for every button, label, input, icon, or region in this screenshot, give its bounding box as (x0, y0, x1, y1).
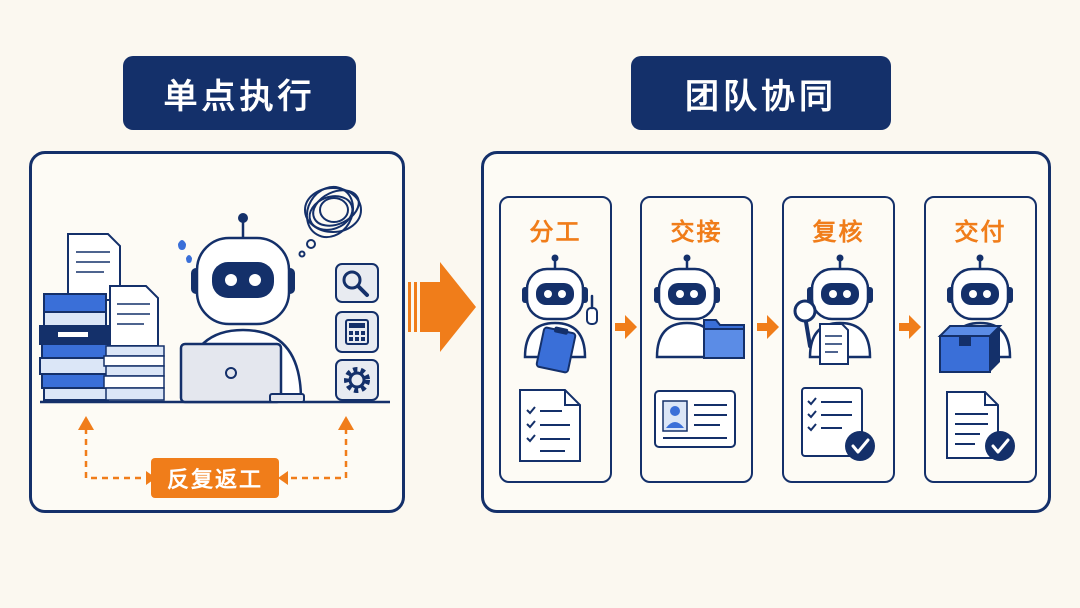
checklist-document-icon (519, 389, 581, 462)
search-icon (335, 263, 379, 303)
step-label-delivery: 交付 (954, 218, 1007, 246)
package-box-icon (937, 325, 1003, 373)
robot-delivery-illustration (937, 253, 1015, 373)
folder-icon (703, 319, 745, 359)
robot-division-illustration (520, 253, 598, 374)
magnifier-icon (793, 299, 817, 348)
document-icon (109, 285, 159, 347)
step-arrow-icon (757, 315, 779, 339)
document-icon (819, 323, 849, 365)
step-arrow-icon (615, 315, 637, 339)
step-label-review: 复核 (812, 218, 865, 246)
step-arrow-icon (899, 315, 921, 339)
calculator-icon (335, 311, 379, 353)
rework-loop-arrow (84, 428, 348, 480)
checklist-approved-icon (801, 387, 877, 463)
confusion-scribble-icon (298, 185, 362, 258)
single-execution-title: 单点执行 (123, 56, 356, 130)
paper-stack-illustration (39, 233, 165, 401)
clipboard-icon (535, 326, 577, 374)
step-label-handover: 交接 (670, 218, 723, 246)
step-card-division: 分工 (499, 196, 612, 483)
gear-icon (335, 359, 379, 401)
document-approved-icon (946, 391, 1017, 463)
document-icon (67, 233, 121, 301)
rework-label: 反复返工 (151, 458, 279, 498)
pointing-hand-icon (586, 294, 598, 325)
arrow-up-icon (78, 416, 354, 430)
arrow-left-icon (278, 471, 288, 485)
id-card-icon (654, 390, 736, 448)
transition-arrow-icon (408, 262, 476, 352)
laptop-icon (179, 342, 305, 404)
robot-review-illustration (793, 253, 875, 365)
robot-handover-illustration (652, 253, 745, 359)
step-label-division: 分工 (529, 218, 582, 246)
team-collaboration-title: 团队协同 (631, 56, 891, 130)
